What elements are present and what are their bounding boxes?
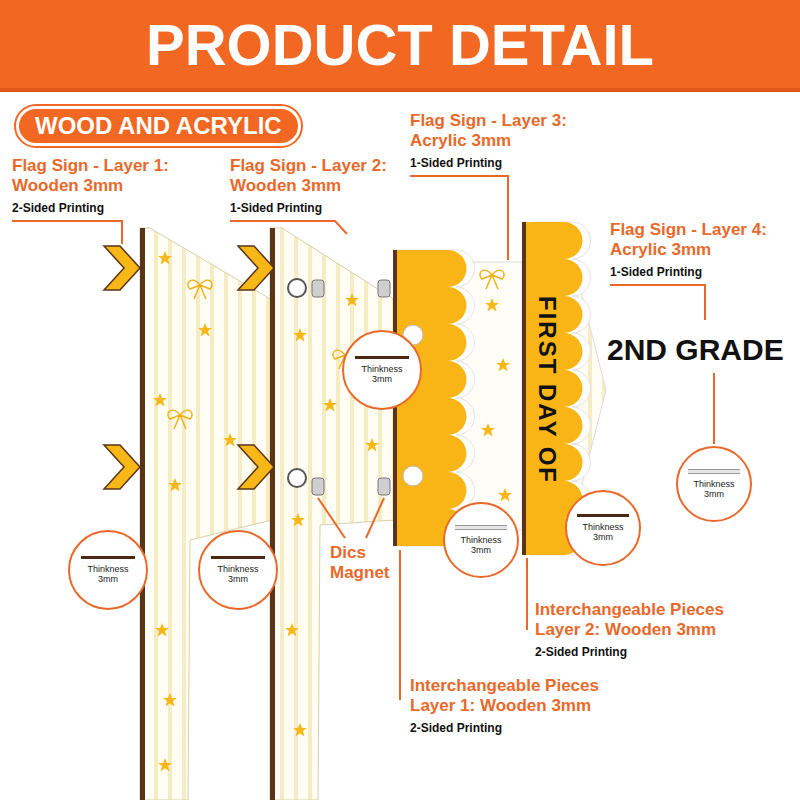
thickness-circle: Thinkness 3mm <box>565 490 641 566</box>
acrylic-thickness-bar <box>455 525 507 530</box>
leader-line <box>318 498 345 538</box>
star <box>345 293 359 307</box>
flag-layer-1 <box>140 228 272 800</box>
thickness-text: Thinkness 3mm <box>576 522 630 542</box>
star <box>223 433 237 447</box>
disc-magnet <box>312 280 324 297</box>
print-note: 2-Sided Printing <box>12 201 104 216</box>
page-title: PRODUCT DETAIL <box>146 13 654 77</box>
leader-line <box>713 373 715 444</box>
star <box>485 298 499 312</box>
thickness-circle: Thinkness 3mm <box>443 502 519 578</box>
part-name: Flag Sign - Layer 1: Wooden 3mm <box>12 156 207 196</box>
leader-line <box>610 285 705 320</box>
thickness-circle: Thinkness 3mm <box>342 330 422 410</box>
star <box>158 251 172 265</box>
acrylic-thickness-bar <box>688 469 740 474</box>
thickness-text: Thinkness 3mm <box>355 364 409 384</box>
star <box>323 398 337 412</box>
star <box>293 723 307 737</box>
leader-line <box>366 498 384 538</box>
star <box>481 423 495 437</box>
thickness-circle: Thinkness 3mm <box>676 446 752 522</box>
bow <box>168 410 192 429</box>
part-name: Flag Sign - Layer 3: Acrylic 3mm <box>410 111 605 151</box>
leader-line <box>399 550 401 700</box>
star <box>163 693 177 707</box>
thickness-text: Thinkness 3mm <box>211 564 265 584</box>
part-name: Flag Sign - Layer 2: Wooden 3mm <box>230 156 425 196</box>
print-note: 1-Sided Printing <box>230 201 322 216</box>
part-name: Dics Magnet <box>330 543 400 583</box>
sign-text: FIRST DAY OF <box>533 296 561 484</box>
leader-line <box>410 176 508 260</box>
magnet-hole <box>288 279 306 297</box>
chevron <box>238 445 274 489</box>
leader-line <box>230 221 347 234</box>
disc-magnet <box>378 280 390 297</box>
star <box>168 478 182 492</box>
thickness-circle: Thinkness 3mm <box>68 530 148 610</box>
wood-edge <box>270 228 275 800</box>
star <box>198 323 212 337</box>
wood-thickness-bar <box>355 356 410 359</box>
wood-edge <box>140 228 145 800</box>
chevron <box>104 445 140 489</box>
thickness-circle: Thinkness 3mm <box>198 530 278 610</box>
wood-edge <box>522 222 526 555</box>
leader-line <box>12 221 122 244</box>
magnet-hole <box>403 466 423 486</box>
print-note: 1-Sided Printing <box>410 156 502 171</box>
chevron <box>104 246 140 290</box>
thickness-text: Thinkness 3mm <box>81 564 135 584</box>
title-band-edge <box>0 88 800 92</box>
bow <box>188 280 212 299</box>
tag-text: WOOD AND ACRYLIC <box>35 112 282 140</box>
star <box>293 328 307 342</box>
star <box>365 438 379 452</box>
print-note: 1-Sided Printing <box>610 265 702 280</box>
flag-layer-2 <box>270 228 395 800</box>
title-band <box>0 0 800 92</box>
star <box>496 358 510 372</box>
sign-text: 2ND GRADE <box>607 333 784 367</box>
part-name: Interchangeable Pieces Layer 1: Wooden 3… <box>410 676 620 716</box>
wood-thickness-bar <box>81 556 136 559</box>
bow <box>480 270 504 289</box>
wood-thickness-bar <box>211 556 266 559</box>
wood-thickness-bar <box>577 514 629 517</box>
print-note: 2-Sided Printing <box>535 645 627 660</box>
disc-magnet <box>378 478 390 495</box>
star <box>155 623 169 637</box>
print-note: 2-Sided Printing <box>410 721 502 736</box>
thickness-text: Thinkness 3mm <box>454 535 508 555</box>
part-name: Flag Sign - Layer 4: Acrylic 3mm <box>610 220 795 260</box>
magnet-hole <box>288 469 306 487</box>
star <box>291 513 305 527</box>
star <box>498 488 512 502</box>
star <box>153 393 167 407</box>
part-name: Interchangeable Pieces Layer 2: Wooden 3… <box>535 600 745 640</box>
star <box>158 758 172 772</box>
disc-magnet <box>312 478 324 495</box>
thickness-text: Thinkness 3mm <box>687 479 741 499</box>
material-tag: WOOD AND ACRYLIC <box>16 106 301 146</box>
chevron <box>238 246 274 290</box>
star <box>285 623 299 637</box>
leader-line <box>526 558 528 630</box>
